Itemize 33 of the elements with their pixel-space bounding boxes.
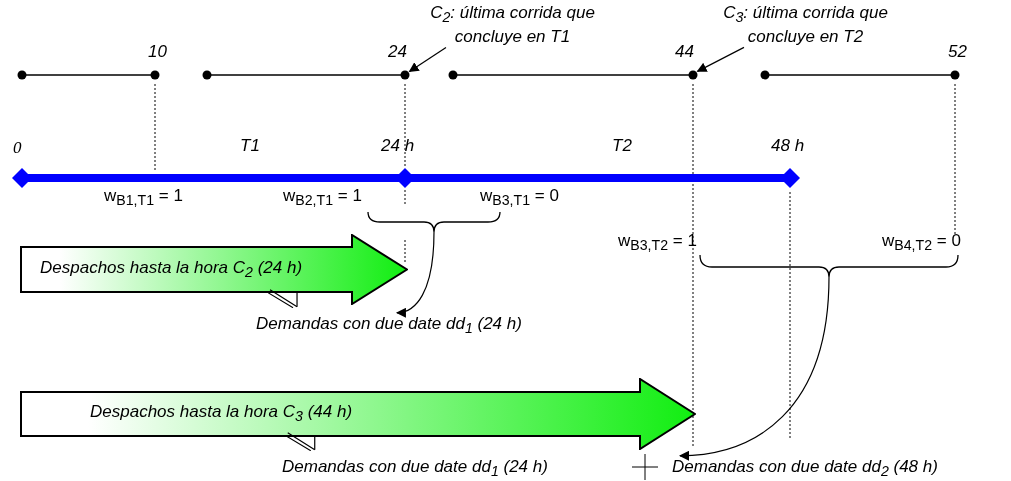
run-segment	[17, 70, 160, 80]
axis-value: 10	[148, 42, 167, 62]
strike-connector	[267, 289, 298, 309]
annotation-text: Demandas con due date dd$_{1}$ (24 h)	[256, 314, 522, 339]
axis-value: 48 h	[771, 136, 805, 156]
annotation-text: Demandas con due date dd$_{1}$ (24 h)	[282, 457, 548, 481]
axis-value: 52	[948, 42, 967, 62]
weight-formula: w$_{B1,T1}$ = 1	[104, 186, 183, 211]
curly-brace	[699, 254, 959, 278]
arrow-label: Despachos hasta la hora C$_{3}$ (44 h)	[90, 402, 353, 425]
callout-text: C$_{3}$: última corrida que concluye en T2	[703, 3, 908, 48]
weight-formula: w$_{B2,T1}$ = 1	[283, 186, 362, 211]
run-segment	[760, 70, 960, 80]
leader-line	[408, 46, 447, 72]
curly-brace	[367, 211, 501, 233]
axis-value: 0	[13, 138, 22, 158]
run-segment	[202, 70, 410, 80]
run-segment	[448, 70, 698, 80]
weight-formula: w$_{B4,T2}$ = 0	[882, 231, 961, 256]
axis-value: 44	[675, 42, 694, 62]
period-label: T2	[612, 136, 632, 156]
axis-value: 24 h	[381, 136, 415, 156]
weight-formula: w$_{B3,T2}$ = 1	[618, 231, 697, 256]
strike-connector	[285, 432, 316, 452]
callout-text: C$_{2}$: última corrida que concluye en T1	[425, 3, 600, 48]
arrow	[395, 231, 435, 317]
axis-value: 24	[388, 42, 407, 62]
weight-formula: w$_{B3,T1}$ = 0	[480, 186, 559, 211]
period-label: T1	[240, 136, 260, 156]
leader-line	[696, 46, 745, 72]
arrow	[679, 276, 830, 461]
annotation-text: Demandas con due date dd$_{2}$ (48 h)	[672, 457, 938, 481]
arrow-label: Despachos hasta la hora C$_{2}$ (24 h)	[40, 257, 303, 280]
